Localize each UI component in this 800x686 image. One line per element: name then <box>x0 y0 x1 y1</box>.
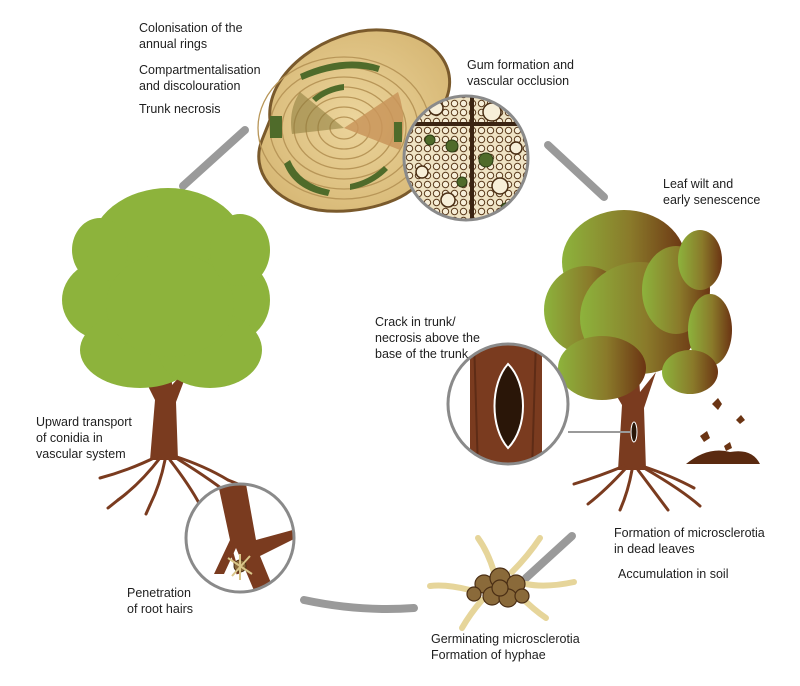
label-leaf-wilt: Leaf wilt and early senescence <box>663 176 760 208</box>
label-upward-transport-line-2: of conidia in <box>36 431 103 445</box>
label-gum-formation-line-1: Gum formation and <box>467 58 574 72</box>
germinating-spore <box>227 554 253 580</box>
label-annual-rings: Colonisation of the annual rings <box>139 20 259 52</box>
label-trunk-crack-line-2: necrosis above the <box>375 331 480 345</box>
healthy-canopy <box>62 188 270 388</box>
label-leaf-wilt-line-2: early senescence <box>663 193 761 207</box>
wilting-roots <box>572 464 702 512</box>
trunk-lesion <box>630 421 638 443</box>
wilting-canopy <box>544 210 732 400</box>
cycle-arrow-top-right <box>544 141 608 201</box>
wilting-tree <box>544 210 760 512</box>
label-accumulation: Accumulation in soil <box>618 566 728 582</box>
label-penetration-line-2: of root hairs <box>127 602 194 616</box>
label-upward-transport-line-1: Upward transport <box>36 415 132 429</box>
cycle-arrow-right <box>522 532 576 582</box>
label-trunk-crack-line-3: base of the trunk <box>375 347 469 361</box>
label-penetration: Penetration of root hairs <box>127 585 193 617</box>
label-trunk-necrosis-line: Trunk necrosis <box>139 102 221 116</box>
wilting-trunk <box>606 340 656 470</box>
crack-opening <box>493 362 524 450</box>
label-compartmentalisation-line-2: and discolouration <box>139 79 241 93</box>
label-upward-transport: Upward transport of conidia in vascular … <box>36 414 132 462</box>
label-compartmentalisation: Compartmentalisation and discolouration <box>139 62 261 94</box>
label-compartmentalisation-line-1: Compartmentalisation <box>139 63 261 77</box>
label-accumulation-line: Accumulation in soil <box>618 567 729 581</box>
root-penetration-magnifier <box>184 482 296 594</box>
falling-leaves <box>700 398 745 451</box>
label-germinating-line-2: Formation of hyphae <box>431 648 546 662</box>
label-gum-formation: Gum formation and vascular occlusion <box>467 57 574 89</box>
label-trunk-crack-line-1: Crack in trunk/ <box>375 315 456 329</box>
label-upward-transport-line-3: vascular system <box>36 447 126 461</box>
discolouration-marks <box>270 61 402 196</box>
cycle-arrows <box>179 126 608 613</box>
label-microsclerotia-line-2: in dead leaves <box>614 542 695 556</box>
label-microsclerotia-formation: Formation of microsclerotia in dead leav… <box>614 525 765 557</box>
dead-leaf-pile <box>686 450 760 464</box>
label-leaf-wilt-line-1: Leaf wilt and <box>663 177 734 191</box>
necrosis-wedge <box>344 92 404 150</box>
label-germinating: Germinating microsclerotia Formation of … <box>431 631 580 663</box>
healthy-trunk <box>140 330 190 460</box>
label-penetration-line-1: Penetration <box>127 586 191 600</box>
label-microsclerotia-line-1: Formation of microsclerotia <box>614 526 765 540</box>
cycle-arrow-bottom <box>300 596 418 613</box>
trunk-cross-section <box>257 28 452 213</box>
trunk-crack-magnifier <box>446 342 630 466</box>
label-germinating-line-1: Germinating microsclerotia <box>431 632 580 646</box>
label-trunk-necrosis: Trunk necrosis <box>139 101 221 117</box>
label-gum-formation-line-2: vascular occlusion <box>467 74 570 88</box>
label-annual-rings-line: Colonisation of the annual rings <box>139 21 243 51</box>
microsclerotia <box>427 535 577 631</box>
healthy-tree <box>62 188 270 516</box>
label-trunk-crack: Crack in trunk/ necrosis above the base … <box>375 314 480 362</box>
cycle-arrow-top-left <box>179 126 249 190</box>
vascular-occlusion-magnifier <box>402 94 530 222</box>
